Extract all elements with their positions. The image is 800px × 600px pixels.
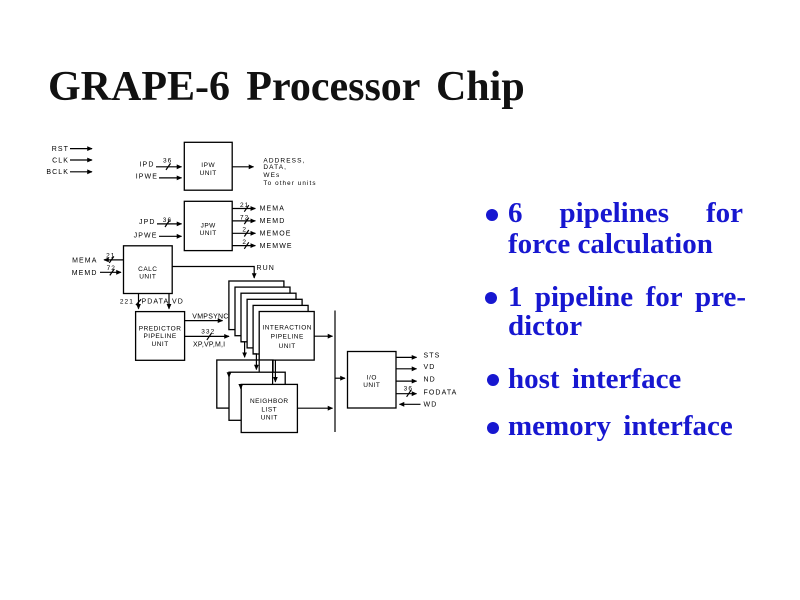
- svg-text:STS: STS: [424, 353, 441, 360]
- svg-text:PREDICTOR: PREDICTOR: [139, 326, 182, 333]
- svg-text:INTERACTION: INTERACTION: [262, 325, 312, 332]
- svg-text:I/O: I/O: [367, 374, 377, 381]
- svg-text:VMPSYNC: VMPSYNC: [192, 314, 228, 321]
- svg-text:WEs: WEs: [263, 172, 280, 179]
- svg-text:RST: RST: [52, 146, 69, 153]
- svg-text:2: 2: [242, 239, 247, 246]
- svg-text:VD: VD: [172, 298, 184, 305]
- svg-text:MEMWE: MEMWE: [260, 243, 293, 250]
- svg-text:CALC: CALC: [138, 266, 157, 273]
- svg-text:MEMD: MEMD: [72, 270, 98, 277]
- svg-text:UNIT: UNIT: [200, 230, 217, 237]
- svg-text:ADDRESS,: ADDRESS,: [263, 157, 305, 164]
- svg-text:IPW: IPW: [201, 162, 215, 169]
- svg-text:UNIT: UNIT: [200, 170, 217, 177]
- svg-text:LIST: LIST: [261, 407, 277, 414]
- svg-text:21: 21: [106, 252, 115, 259]
- svg-text:MEMOE: MEMOE: [260, 231, 292, 238]
- svg-text:To other units: To other units: [263, 180, 316, 187]
- svg-text:332: 332: [201, 329, 215, 336]
- svg-text:NEIGHBOR: NEIGHBOR: [250, 398, 289, 405]
- svg-text:2: 2: [242, 227, 247, 234]
- svg-text:XP,VP,M,I: XP,VP,M,I: [193, 341, 225, 348]
- svg-text:VD: VD: [424, 364, 436, 371]
- svg-text:UNIT: UNIT: [152, 341, 169, 348]
- svg-text:ND: ND: [424, 376, 436, 383]
- svg-text:UNIT: UNIT: [139, 274, 156, 281]
- svg-text:PIPELINE: PIPELINE: [143, 333, 176, 340]
- svg-text:MEMD: MEMD: [260, 218, 286, 225]
- svg-text:IPWE: IPWE: [136, 174, 158, 181]
- svg-text:UNIT: UNIT: [261, 415, 278, 422]
- svg-text:MEMA: MEMA: [72, 257, 97, 264]
- svg-text:36: 36: [163, 158, 172, 165]
- svg-text:DATA,: DATA,: [263, 164, 287, 171]
- svg-text:UNIT: UNIT: [279, 343, 296, 350]
- svg-text:PIPELINE: PIPELINE: [271, 334, 304, 341]
- svg-text:36: 36: [404, 385, 413, 392]
- svg-text:BCLK: BCLK: [46, 169, 69, 176]
- svg-text:UNIT: UNIT: [363, 382, 380, 389]
- svg-text:RUN: RUN: [257, 265, 275, 272]
- svg-text:JPW: JPW: [201, 222, 217, 229]
- svg-text:WD: WD: [424, 402, 438, 409]
- svg-text:MEMA: MEMA: [260, 206, 285, 213]
- svg-text:21: 21: [240, 202, 249, 209]
- svg-text:JPD: JPD: [139, 219, 156, 226]
- svg-text:CLK: CLK: [52, 157, 69, 164]
- svg-text:IPD: IPD: [140, 162, 155, 169]
- svg-text:221: 221: [120, 298, 134, 305]
- svg-text:36: 36: [163, 217, 172, 224]
- svg-text:72: 72: [240, 214, 249, 221]
- svg-text:72: 72: [107, 265, 116, 272]
- svg-text:PDATA: PDATA: [142, 298, 170, 305]
- svg-text:FODATA: FODATA: [424, 390, 458, 397]
- svg-text:JPWE: JPWE: [134, 232, 158, 239]
